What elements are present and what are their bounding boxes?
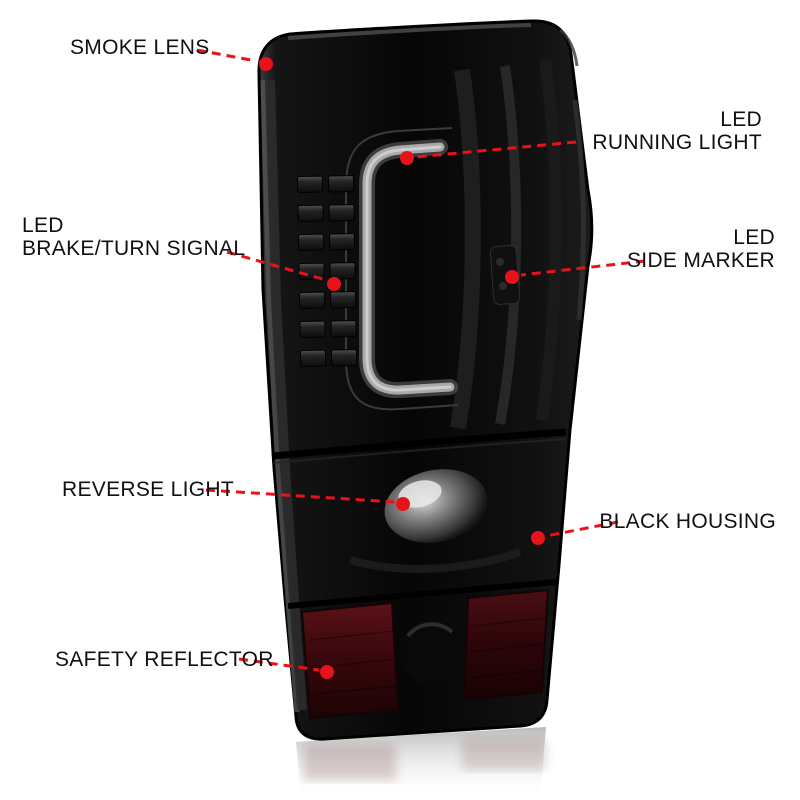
housing-seam: [271, 428, 567, 464]
label-led-running-light-line2: RUNNING LIGHT: [592, 131, 762, 154]
reverse-light: [348, 469, 522, 573]
label-led-side-marker: LED SIDE MARKER: [627, 226, 775, 272]
label-reverse-light: REVERSE LIGHT: [62, 478, 234, 501]
label-led-brake-turn-signal-line2: BRAKE/TURN SIGNAL: [22, 237, 246, 260]
lower-seam: [287, 579, 557, 609]
label-black-housing-text: BLACK HOUSING: [599, 510, 776, 533]
label-safety-reflector-text: SAFETY REFLECTOR: [55, 648, 274, 671]
label-led-brake-turn-signal: LED BRAKE/TURN SIGNAL: [22, 214, 245, 260]
label-led-brake-turn-signal-line1: LED: [22, 214, 64, 237]
side-marker-lens: [489, 245, 521, 305]
label-led-side-marker-line1: LED: [733, 226, 775, 249]
label-reverse-light-text: REVERSE LIGHT: [62, 478, 234, 501]
label-smoke-lens: SMOKE LENS: [70, 36, 210, 59]
safety-reflector-right: [462, 588, 550, 702]
label-safety-reflector: SAFETY REFLECTOR: [55, 648, 274, 671]
label-black-housing: BLACK HOUSING: [599, 510, 776, 533]
label-smoke-lens-text: SMOKE LENS: [70, 36, 210, 59]
safety-reflector-left: [300, 601, 400, 720]
label-led-side-marker-line2: SIDE MARKER: [627, 249, 775, 272]
floor-reflection: [296, 727, 546, 800]
housing-knob: [400, 619, 462, 685]
label-led-running-light-line1: LED: [720, 108, 762, 131]
label-led-running-light: LED RUNNING LIGHT: [592, 108, 762, 154]
